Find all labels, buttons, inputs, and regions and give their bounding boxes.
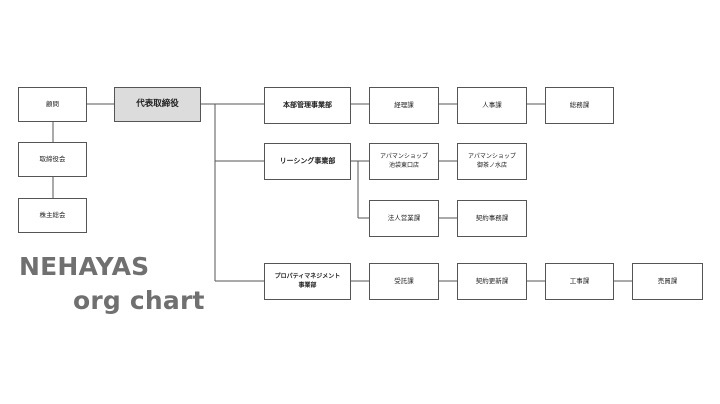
node-general-affairs: 総務課 <box>545 87 614 124</box>
node-hr: 人事課 <box>457 87 527 124</box>
node-board: 取締役会 <box>18 142 87 177</box>
node-contract-admin: 契約事務課 <box>457 200 527 237</box>
node-consignment: 受託課 <box>369 263 439 300</box>
node-accounting: 経理課 <box>369 87 439 124</box>
node-ceo: 代表取締役 <box>114 87 201 122</box>
node-leasing-division: リーシング事業部 <box>264 143 351 180</box>
node-advisor: 顧問 <box>18 87 87 122</box>
chart-title-line2: org chart <box>73 286 205 315</box>
node-construction: 工事課 <box>545 263 614 300</box>
node-ikebukuro-store: アパマンショップ 池袋東口店 <box>369 143 439 180</box>
node-corporate-sales: 法人営業課 <box>369 200 439 237</box>
node-contract-renewal: 契約更新課 <box>457 263 527 300</box>
node-shareholders: 株主総会 <box>18 198 87 233</box>
node-hq-division: 本部管理事業部 <box>264 87 351 124</box>
node-ochanomizu-store: アパマンショップ 御茶ノ水店 <box>457 143 527 180</box>
node-pm-division: プロパティマネジメント 事業部 <box>264 263 351 300</box>
node-sales: 売買課 <box>632 263 703 300</box>
chart-title-line1: NEHAYAS <box>19 252 150 281</box>
